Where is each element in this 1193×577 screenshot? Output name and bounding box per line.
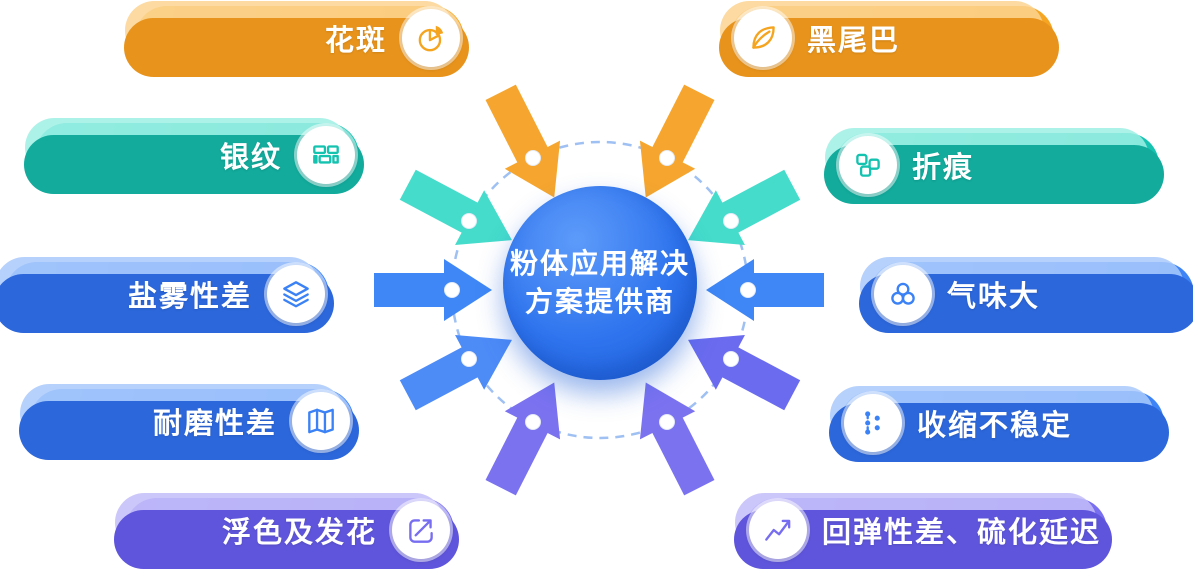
rings-icon: [874, 265, 932, 323]
line-chart-icon: [749, 501, 807, 559]
pill-yanwu: 盐雾性差: [0, 257, 334, 333]
center-title-line1: 粉体应用解决: [509, 248, 690, 280]
pill-yinwen: 银纹: [24, 118, 364, 194]
pie-chart-icon: [402, 9, 460, 67]
pill-label: 收缩不稳定: [917, 410, 1073, 442]
arrow-dot: [461, 351, 477, 367]
pill-huitan: 回弹性差、硫化延迟: [734, 493, 1112, 569]
pill-label: 折痕: [912, 152, 975, 184]
pill-qiwei: 气味大: [859, 257, 1193, 333]
pill-label: 浮色及发花: [221, 517, 377, 549]
trend-arrow-icon: [392, 501, 450, 559]
pill-label: 黑尾巴: [807, 25, 901, 57]
arrow-dot: [461, 213, 477, 229]
arrow-dot: [723, 351, 739, 367]
pill-label: 耐磨性差: [152, 408, 277, 440]
pill-zhehen: 折痕: [824, 128, 1164, 204]
center-circle: 粉体应用解决 方案提供商: [503, 186, 697, 380]
pill-naimo: 耐磨性差: [19, 384, 359, 460]
pill-label: 花斑: [324, 25, 387, 57]
arrow-dot: [723, 213, 739, 229]
pill-fuse: 浮色及发花: [114, 493, 459, 569]
pill-label: 银纹: [219, 142, 282, 174]
bricks-icon: [297, 126, 355, 184]
nodes-icon: [844, 394, 902, 452]
puzzle-icon: [839, 136, 897, 194]
arrow-mid-left: [374, 259, 492, 321]
arrow-lower-left: [393, 312, 527, 423]
arrow-dot: [659, 414, 675, 430]
pill-label: 盐雾性差: [127, 281, 252, 313]
arrow-dot: [444, 282, 460, 298]
arrow-dot: [659, 150, 675, 166]
arrow-dot: [525, 150, 541, 166]
arrow-upper-right: [673, 157, 807, 268]
pill-label: 回弹性差、硫化延迟: [822, 517, 1102, 549]
map-icon: [292, 392, 350, 450]
pill-huaban: 花斑: [124, 1, 469, 77]
pill-label: 气味大: [947, 281, 1041, 313]
center-title-line2: 方案提供商: [524, 286, 675, 317]
leaf-icon: [734, 9, 792, 67]
arrow-mid-right: [706, 259, 824, 321]
pill-shousuo: 收缩不稳定: [829, 386, 1169, 462]
pill-heiweiba: 黑尾巴: [719, 1, 1059, 77]
layers-icon: [267, 265, 325, 323]
arrow-dot: [525, 414, 541, 430]
arrow-dot: [740, 282, 756, 298]
